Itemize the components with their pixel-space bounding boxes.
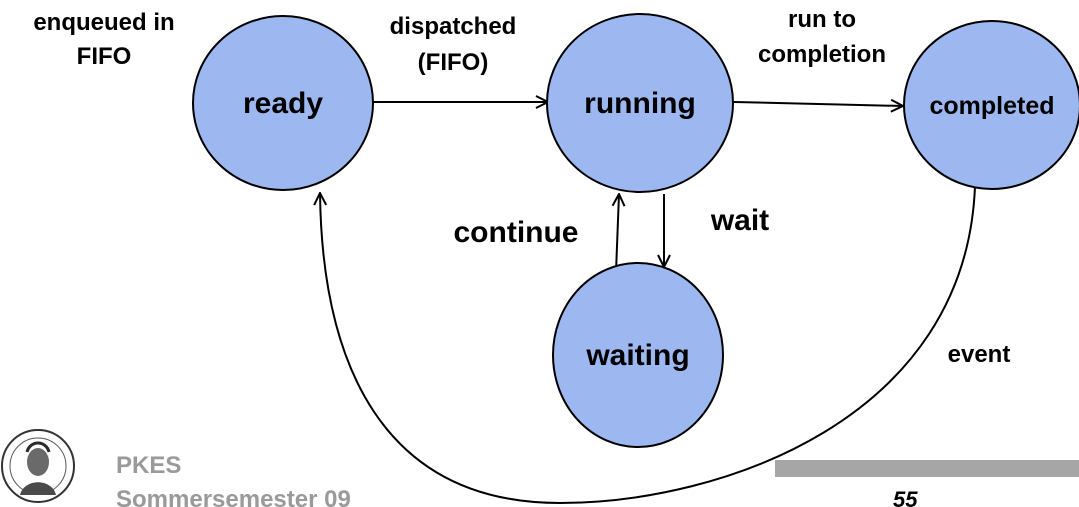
footer-course: PKES [116,452,181,479]
state-ready-label: ready [243,87,323,120]
label-enqueued-line2: FIFO [77,43,132,70]
edge-continue [616,194,619,273]
state-running: running [546,13,734,193]
state-running-label: running [584,87,696,120]
label-run-line2: completion [758,41,886,68]
label-dispatched-line1: dispatched [390,13,517,40]
footer-bar [775,460,1079,477]
state-completed-label: completed [929,92,1054,120]
state-waiting-label: waiting [585,339,689,372]
footer-semester: Sommersemester 09 [116,486,351,507]
edge-run-to-completion [733,102,903,106]
label-continue: continue [454,216,579,249]
state-ready: ready [192,15,374,191]
edge-event [320,185,976,505]
label-wait: wait [710,204,769,237]
label-enqueued-line1: enqueued in [33,9,174,36]
label-dispatched-line2: (FIFO) [418,49,489,76]
label-run-line1: run to [788,6,856,33]
university-seal-icon [1,429,75,503]
state-waiting: waiting [552,262,724,448]
state-completed: completed [903,20,1079,190]
label-event: event [948,341,1011,368]
page-number: 55 [893,487,918,507]
